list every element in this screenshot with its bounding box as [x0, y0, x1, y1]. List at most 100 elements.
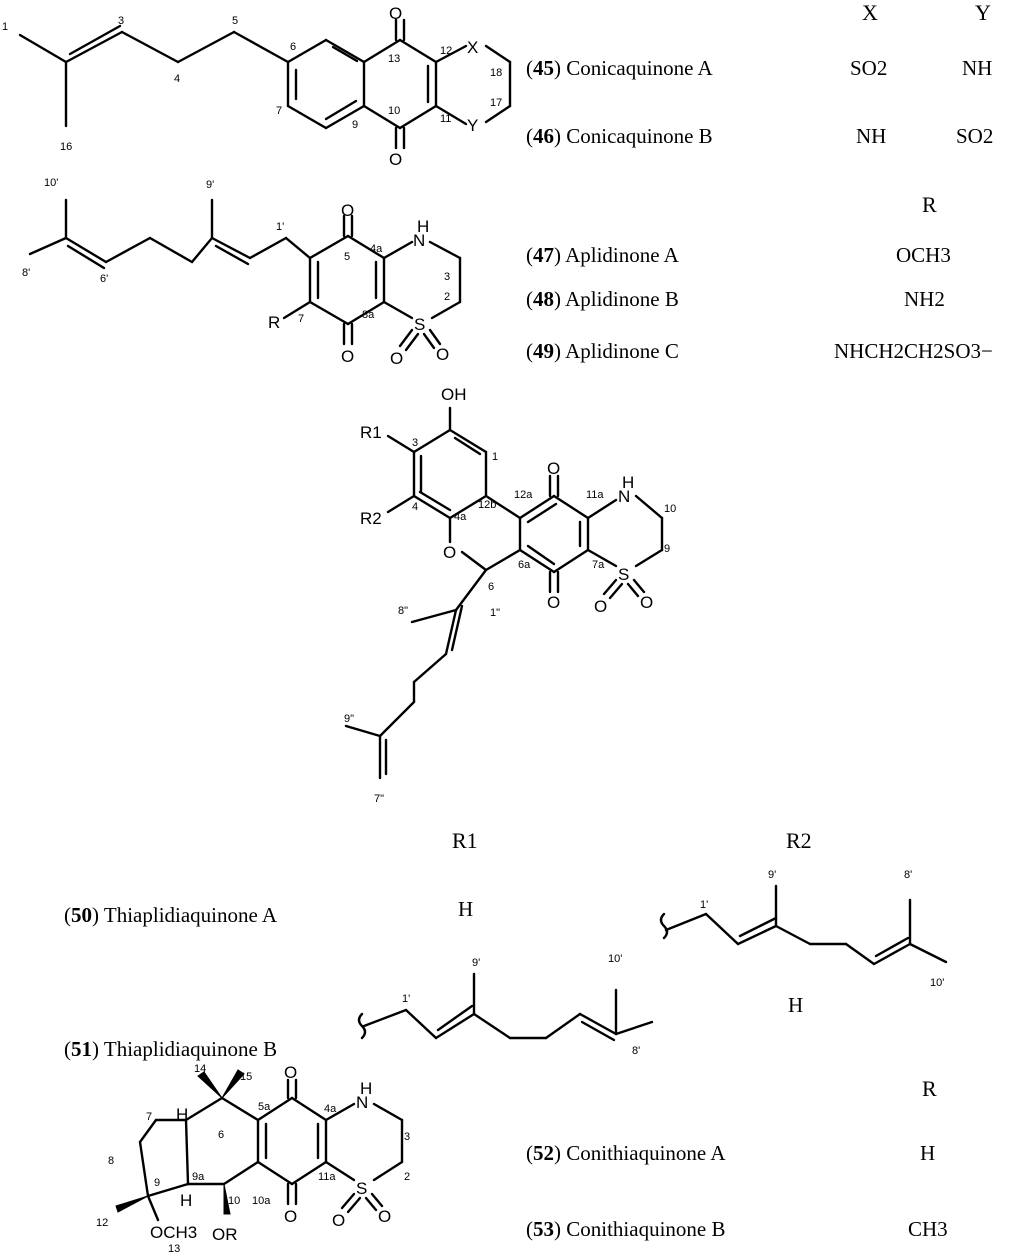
compound-50-label: (50) Thiaplidiaquinone A [64, 903, 278, 927]
locant: 11 [440, 113, 451, 125]
atom-o: O [443, 543, 456, 562]
compound-45-label: (45) Conicaquinone A [526, 56, 713, 80]
compound-52-label: (52) Conithiaquinone A [526, 1141, 726, 1165]
atom-o: O [389, 4, 402, 23]
locant: 10 [388, 105, 400, 117]
atom-h: H [176, 1105, 188, 1124]
value-51-r2: H [788, 993, 803, 1017]
atom-o: O [640, 593, 653, 612]
locant: 4a [324, 1103, 337, 1115]
atom-h: H [180, 1191, 192, 1210]
atom-o: O [594, 597, 607, 616]
value-52-r: H [920, 1141, 935, 1165]
atom-h: H [360, 1079, 372, 1098]
header-x: X [862, 0, 878, 25]
atom-n: N [413, 231, 425, 250]
atom-n: N [618, 487, 630, 506]
locant: 2 [444, 291, 450, 303]
structure-geranyl-r2: 9' 1' 8' 10' [659, 869, 948, 989]
locant: 12 [96, 1217, 108, 1229]
locant: 11a [586, 489, 604, 501]
header-r-last: R [922, 1076, 937, 1101]
atom-o: O [389, 150, 402, 169]
header-r: R [922, 192, 937, 217]
locant: 12b [478, 499, 496, 511]
header-y: Y [975, 0, 991, 25]
locant: 15 [240, 1071, 252, 1083]
value-48-r: NH2 [904, 287, 945, 311]
locant: 10 [664, 503, 676, 515]
value-53-r: CH3 [908, 1217, 948, 1241]
atom-s: S [618, 565, 629, 584]
header-r1: R1 [452, 828, 478, 853]
locant: 1 [492, 451, 498, 463]
atom-or: OR [212, 1225, 238, 1244]
locant: 8' [904, 869, 912, 881]
locant: 6 [488, 581, 494, 593]
locant: 1' [276, 221, 284, 233]
locant: 9' [206, 179, 214, 191]
locant: 8a [362, 309, 375, 321]
locant: 10a [252, 1195, 271, 1207]
locant: 10' [44, 177, 58, 189]
structure-geranyl-r1: 9' 1' 10' 8' [357, 953, 654, 1057]
locant: 8" [398, 605, 408, 617]
locant: 7 [146, 1111, 152, 1123]
atom-oh: OH [441, 385, 467, 404]
locant: 12a [514, 489, 533, 501]
locant: 1' [402, 993, 410, 1005]
value-47-r: OCH3 [896, 243, 951, 267]
atom-o: O [284, 1063, 297, 1082]
locant: 12 [440, 45, 452, 57]
atom-n: N [356, 1093, 368, 1112]
locant: 4a [370, 243, 383, 255]
value-50-r1: H [458, 897, 473, 921]
atom-o: O [547, 593, 560, 612]
locant: 17 [490, 97, 502, 109]
locant: 7 [298, 313, 304, 325]
value-45-y: NH [962, 56, 992, 80]
compound-46-label: (46) Conicaquinone B [526, 124, 713, 148]
atom-o: O [284, 1207, 297, 1226]
atom-r1: R1 [360, 423, 382, 442]
locant: 9' [768, 869, 776, 881]
locant: 10 [228, 1195, 240, 1207]
locant: 11a [318, 1171, 336, 1183]
atom-o: O [436, 345, 449, 364]
locant: 13 [168, 1243, 180, 1255]
compound-51-label: (51) Thiaplidiaquinone B [64, 1037, 277, 1061]
locant: 4a [454, 511, 467, 523]
atom-r: R [268, 313, 280, 332]
locant: 18 [490, 67, 502, 79]
compound-53-label: (53) Conithiaquinone B [526, 1217, 726, 1241]
atom-s: S [356, 1179, 367, 1198]
compound-48-label: (48) Aplidinone B [526, 287, 679, 311]
locant: 13 [388, 53, 400, 65]
compound-49-label: (49) Aplidinone C [526, 339, 679, 363]
locant: 9' [472, 957, 480, 969]
atom-o: O [341, 347, 354, 366]
atom-h: H [417, 217, 429, 236]
locant: 16 [60, 141, 72, 153]
atom-o: O [341, 201, 354, 220]
value-46-y: SO2 [956, 124, 993, 148]
locant: 3 [412, 437, 418, 449]
header-r2: R2 [786, 828, 812, 853]
locant: 7a [592, 559, 605, 571]
locant: 10' [608, 953, 622, 965]
atom-o: O [378, 1207, 391, 1226]
locant: 1 [2, 21, 8, 33]
value-45-x: SO2 [850, 56, 887, 80]
locant: 8' [632, 1045, 640, 1057]
locant: 6a [518, 559, 531, 571]
locant: 7 [276, 105, 282, 117]
locant: 10' [930, 977, 944, 989]
locant: 6' [100, 273, 108, 285]
locant: 9a [192, 1171, 205, 1183]
structure-thiaplidiaquinone: OH R1 R2 O O O N H S O O 1 3 4 4a 12b 12… [344, 385, 676, 805]
locant: 5 [232, 15, 238, 27]
locant: 8 [108, 1155, 114, 1167]
atom-s: S [414, 315, 425, 334]
locant: 1" [490, 607, 500, 619]
